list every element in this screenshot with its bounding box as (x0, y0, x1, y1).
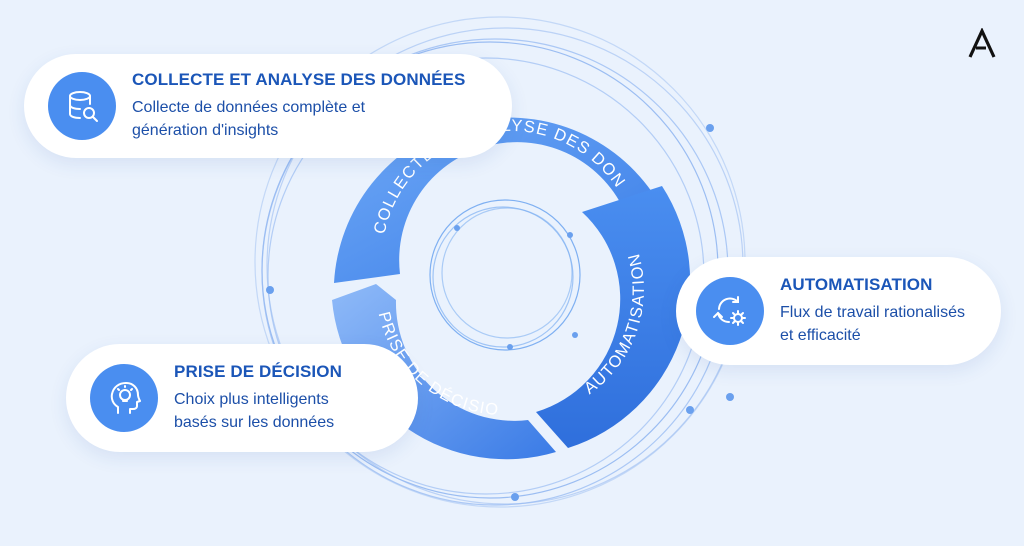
card-automatisation: AUTOMATISATION Flux de travail rationali… (676, 257, 1001, 365)
head-lightbulb-icon (90, 364, 158, 432)
refresh-gear-icon (696, 277, 764, 345)
cycle-segment-decision (332, 284, 556, 460)
database-search-icon (48, 72, 116, 140)
card-collecte: COLLECTE ET ANALYSE DES DONNÉES Collecte… (24, 54, 512, 158)
card-description: Choix plus intelligents basés sur les do… (174, 391, 335, 431)
card-decision: PRISE DE DÉCISION Choix plus intelligent… (66, 344, 418, 452)
brand-logo-icon (968, 28, 996, 58)
card-title: COLLECTE ET ANALYSE DES DONNÉES (132, 70, 466, 89)
card-title: PRISE DE DÉCISION (174, 362, 342, 381)
card-description: Flux de travail rationalisés et efficaci… (780, 304, 965, 344)
card-description: Collecte de données complète et générati… (132, 99, 366, 139)
cycle-segment-collecte (334, 117, 652, 283)
cycle-segment-automatisation (536, 186, 691, 448)
card-title: AUTOMATISATION (780, 275, 933, 294)
